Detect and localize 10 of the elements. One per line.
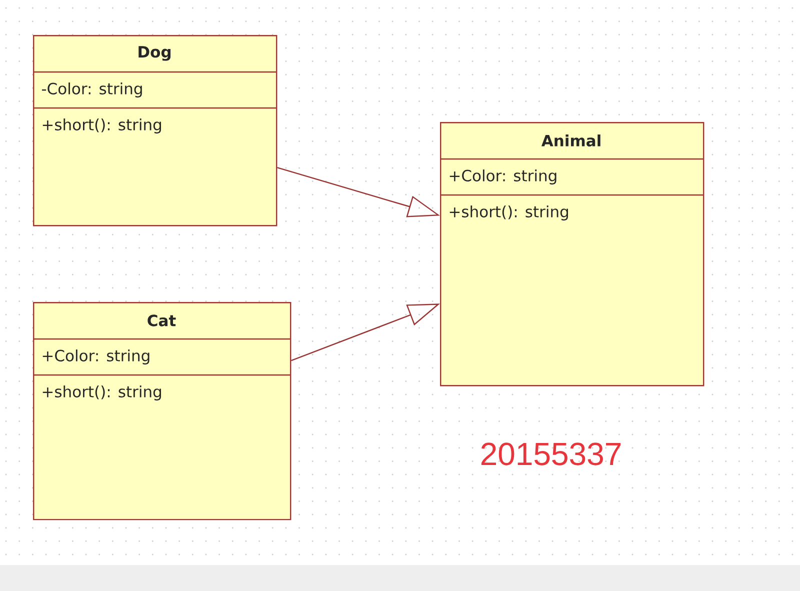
class-name: Dog [138,46,170,61]
class-name: Cat [148,314,176,326]
method-text: +short(): string [450,205,568,220]
attribute-text: -Color: string [42,82,142,98]
class-name: Animal [541,134,600,146]
id-number: 20155337 [481,442,621,466]
attribute-text: +Color: string [42,349,150,364]
attribute-text: +Color: string [450,169,556,184]
method-text: +short(): string [42,118,161,134]
method-text: +short(): string [42,385,161,400]
